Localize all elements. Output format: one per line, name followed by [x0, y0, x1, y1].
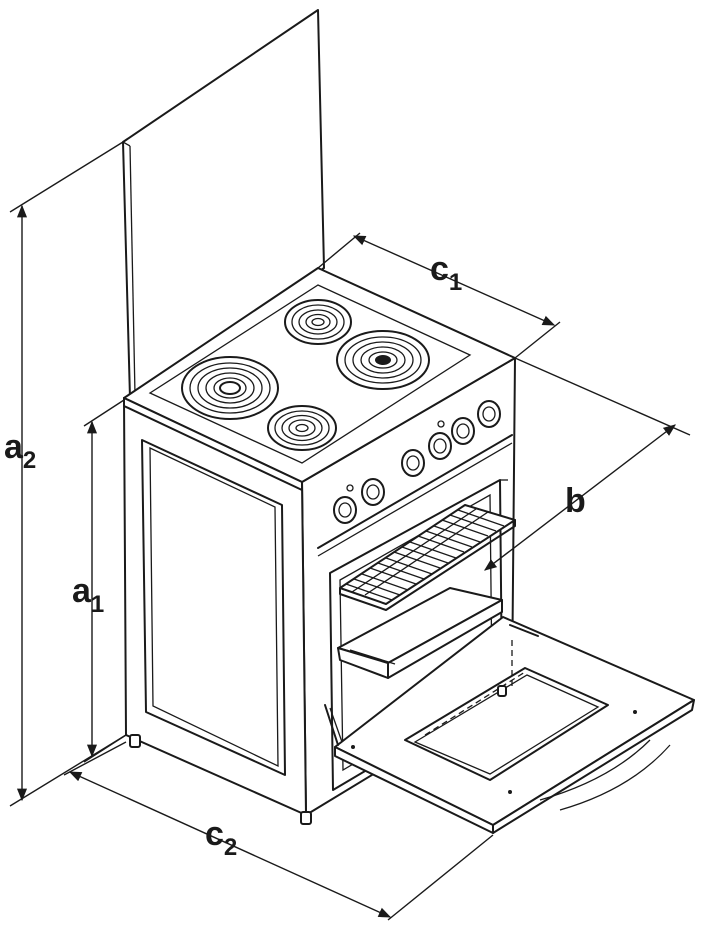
knob-2	[361, 478, 385, 506]
baking-tray	[337, 587, 503, 679]
knob-6	[477, 400, 501, 428]
label-c2: c2	[205, 815, 237, 861]
knob-3	[401, 449, 425, 477]
dimension-c2	[63, 741, 494, 921]
hotplate-left-large	[181, 356, 279, 420]
control-panel	[317, 434, 513, 557]
dimension-b	[483, 357, 691, 571]
knob-4	[428, 432, 452, 460]
indicator-light-1	[346, 484, 354, 492]
oven-door-open	[324, 616, 695, 834]
label-b: b	[565, 482, 586, 520]
indicator-light-2	[437, 420, 445, 428]
hotplate-right-large	[336, 330, 430, 390]
control-knobs	[333, 400, 501, 524]
hotplate-back-small	[284, 299, 352, 345]
label-a2: a2	[4, 428, 36, 474]
label-c1: c1	[430, 250, 462, 296]
dimension-c1	[317, 232, 561, 359]
knob-1	[333, 496, 357, 524]
dimension-a1	[83, 399, 127, 763]
oven-rack	[339, 504, 516, 611]
knob-5	[451, 417, 475, 445]
label-a1: a1	[72, 572, 104, 618]
hotplate-front-small	[267, 405, 337, 451]
dimension-a2	[9, 141, 127, 807]
